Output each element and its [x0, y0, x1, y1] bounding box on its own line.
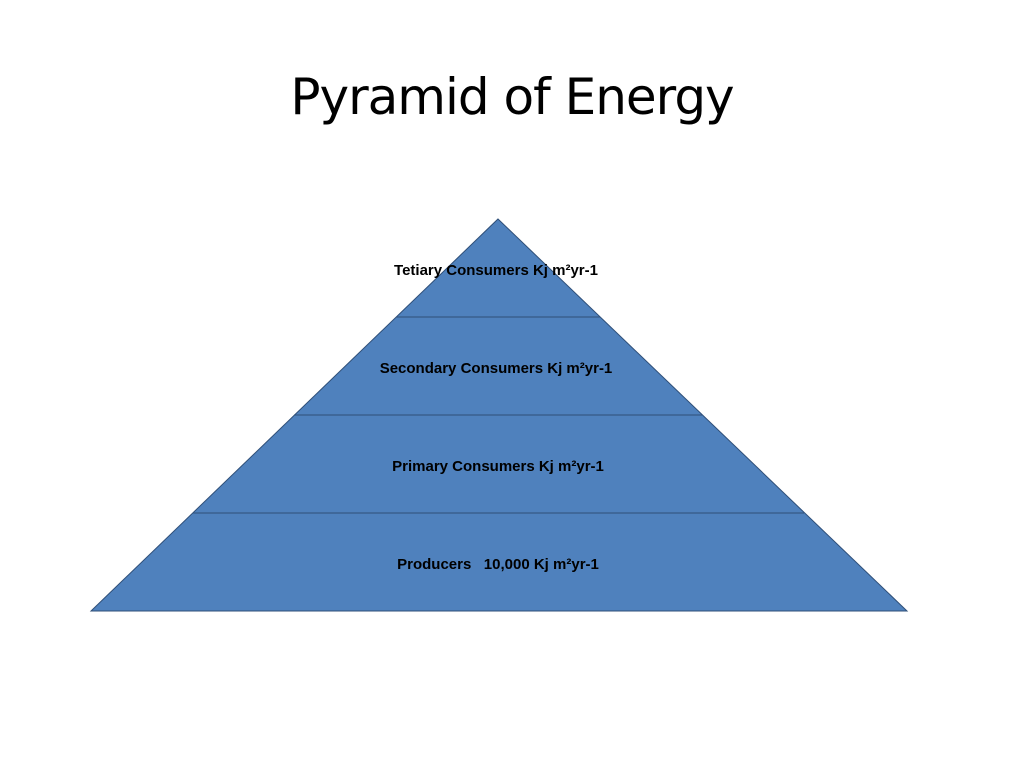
tier-label-producers: Producers 10,000 Kj m²yr-1: [397, 556, 599, 573]
tier-label-secondary-consumers: Secondary Consumers Kj m²yr-1: [380, 360, 613, 377]
tier-label-tertiary-consumers: Tetiary Consumers Kj m²yr-1: [394, 262, 598, 279]
tier-label-primary-consumers: Primary Consumers Kj m²yr-1: [392, 458, 604, 475]
slide-title: Pyramid of Energy: [290, 68, 734, 126]
